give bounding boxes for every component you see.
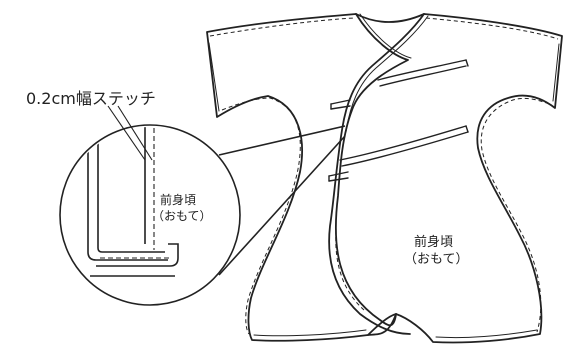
garment-stitch-lines [209, 17, 559, 335]
stitch-width-label: 0.2cm幅ステッチ [26, 89, 156, 108]
tie-upper [377, 59, 469, 87]
hem-binding-right [435, 329, 538, 339]
tie-middle [339, 125, 469, 167]
garment-panel-label-line2: （おもて） [404, 252, 468, 267]
stitch-right-sleeve [425, 17, 559, 40]
tie-stub-lower [328, 171, 349, 182]
back-collar [355, 13, 425, 23]
fabric-fold-inner [97, 127, 165, 253]
detail-panel-label-line1: 前身頃 [160, 192, 196, 207]
back-hem-edge [367, 313, 397, 336]
magnified-hem-detail [87, 127, 179, 277]
detail-panel-label-line2: （おもて） [152, 209, 212, 223]
front-panel-left-edge [334, 13, 409, 327]
connector-line-bottom [218, 135, 346, 276]
magnifier-circle [59, 124, 241, 306]
front-binding-left [359, 13, 412, 59]
hem-binding [253, 329, 367, 337]
right-cuff-binding [552, 43, 560, 102]
stitch-right-side [480, 97, 550, 333]
stitch-left-side [221, 97, 301, 335]
garment-panel-label-line1: 前身頃 [414, 234, 453, 250]
magnified-stitch-line [100, 127, 170, 259]
stitch-left-sleeve [209, 17, 355, 37]
left-cuff-binding [208, 42, 220, 112]
garment-outline [206, 13, 563, 344]
baby-gown-garment [206, 13, 563, 344]
fabric-hem-fold [96, 243, 179, 267]
connector-line-top [218, 125, 346, 156]
stitch-front-edge [335, 229, 365, 311]
front-binding-right [345, 15, 429, 133]
tie-stub-left [330, 99, 351, 110]
fabric-fold-outer [87, 127, 168, 261]
front-panel-right-edge [328, 13, 425, 335]
stitch-label-leaders [107, 105, 153, 161]
